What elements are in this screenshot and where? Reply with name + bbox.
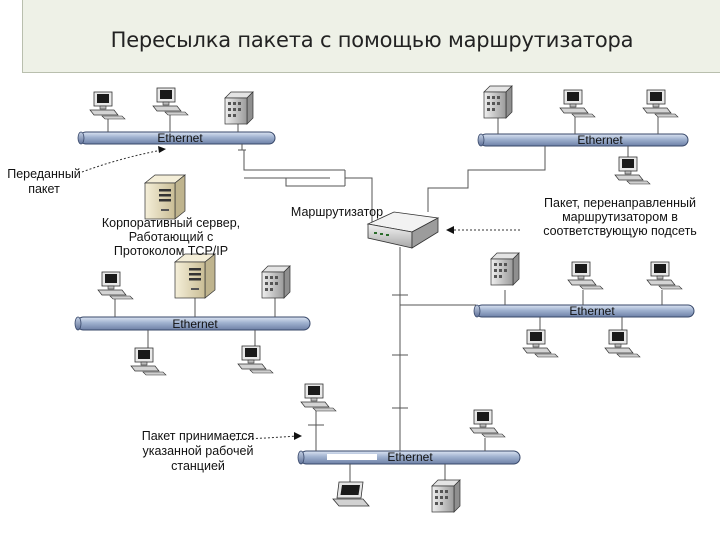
top-left-segment-devices [89, 87, 254, 125]
sent-packet-label: Переданный пакет [7, 167, 81, 196]
svg-text:пакет: пакет [28, 182, 60, 196]
ethernet-bus-top-left: Ethernet [77, 131, 276, 145]
arrowheads [158, 146, 454, 440]
workstation-icon [89, 91, 126, 120]
svg-text:Пакет, перенаправленный: Пакет, перенаправленный [544, 196, 696, 210]
ethernet-label: Ethernet [387, 450, 433, 464]
workstation-icon [130, 347, 167, 376]
ethernet-label: Ethernet [569, 304, 615, 318]
server-icon [431, 479, 461, 513]
router-label: Маршрутизатор [291, 205, 383, 219]
ethernet-bus-bottom: Ethernet [297, 450, 521, 465]
received-packet-label: Пакет принимается указанной рабочей стан… [142, 429, 255, 473]
workstation-icon [646, 261, 683, 290]
workstation-icon [97, 271, 134, 300]
workstation-icon [237, 345, 274, 374]
svg-text:Протоколом TCP/IP: Протоколом TCP/IP [114, 244, 228, 258]
svg-text:Корпоративный сервер,: Корпоративный сервер, [102, 216, 240, 230]
ethernet-bus-middle-left: Ethernet [74, 316, 311, 331]
corporate-server-icon [144, 174, 186, 220]
svg-text:соответствующую подсеть: соответствующую подсеть [543, 224, 697, 238]
ethernet-label: Ethernet [577, 133, 623, 147]
workstation-icon [614, 156, 651, 185]
laptop-icon [332, 481, 370, 507]
server-icon [224, 91, 254, 125]
workstation-icon [642, 89, 679, 118]
svg-text:Работающий с: Работающий с [129, 230, 214, 244]
title-banner: Пересылка пакета с помощью маршрутизатор… [22, 0, 720, 73]
workstation-icon [300, 383, 337, 412]
svg-text:маршрутизатором в: маршрутизатором в [562, 210, 678, 224]
svg-text:Переданный: Переданный [7, 167, 81, 181]
svg-text:указанной рабочей: указанной рабочей [143, 444, 254, 458]
bottom-segment-devices [300, 383, 506, 513]
ethernet-label: Ethernet [172, 317, 218, 331]
svg-text:станцией: станцией [171, 459, 225, 473]
network-links [107, 114, 663, 482]
server-icon [490, 252, 520, 286]
workstation-icon [152, 87, 189, 116]
corporate-server-label: Корпоративный сервер, Работающий с Прото… [102, 216, 240, 258]
svg-text:Пакет принимается: Пакет принимается [142, 429, 255, 443]
server-icon [483, 85, 513, 119]
ethernet-bus-top-right: Ethernet [477, 133, 689, 147]
corporate-server-icon [174, 253, 216, 299]
page-title: Пересылка пакета с помощью маршрутизатор… [110, 28, 634, 52]
workstation-icon [522, 329, 559, 358]
router-icon [366, 211, 440, 249]
server-icon [261, 265, 291, 299]
ethernet-bus-middle-right: Ethernet [473, 304, 695, 318]
workstation-icon [567, 261, 604, 290]
workstation-icon [559, 89, 596, 118]
redirected-packet-label: Пакет, перенаправленный маршрутизатором … [543, 196, 697, 238]
ethernet-label: Ethernet [157, 131, 203, 145]
workstation-icon [604, 329, 641, 358]
callout-arrows [81, 149, 520, 441]
workstation-icon [469, 409, 506, 438]
